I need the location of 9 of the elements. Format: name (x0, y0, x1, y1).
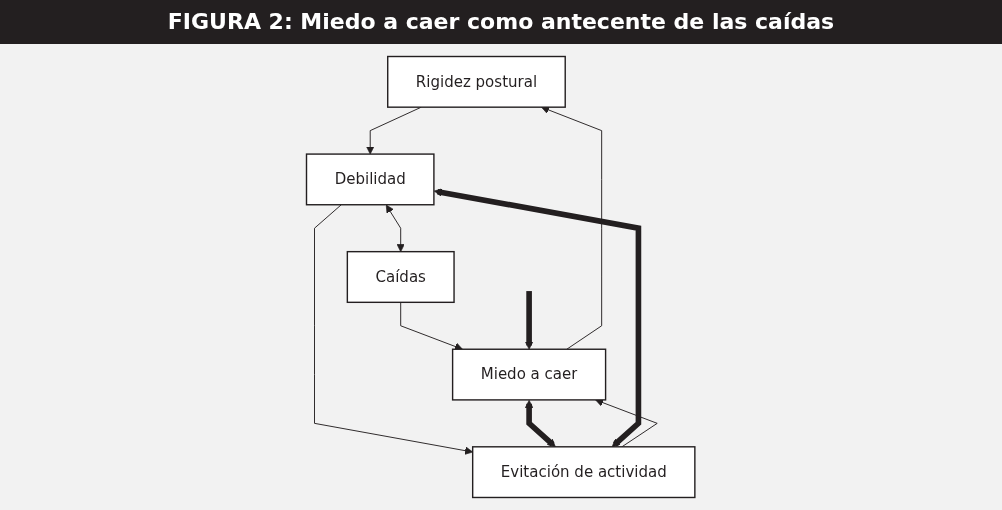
arrow (525, 291, 534, 350)
node-box: Debilidad (306, 153, 435, 206)
node-box: Evitación de actividad (472, 446, 696, 499)
arrow (434, 188, 642, 448)
node-box: Rigidez postural (387, 55, 567, 108)
arrow (525, 399, 557, 448)
node-box: Caídas (346, 250, 456, 304)
figure-title: FIGURA 2: Miedo a caer como antecente de las caídas (0, 0, 1002, 44)
node-box: Miedo a caer (452, 348, 607, 401)
